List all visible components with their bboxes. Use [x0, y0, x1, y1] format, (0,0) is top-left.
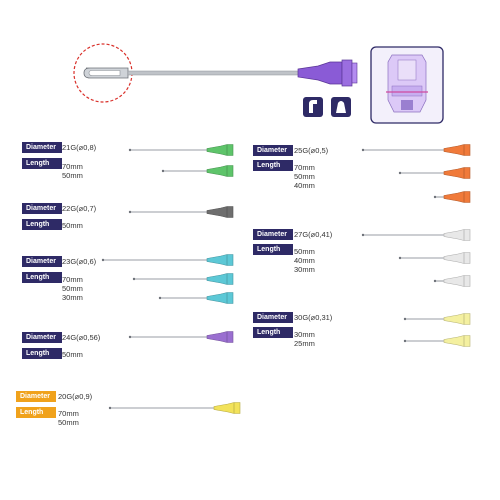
- length-tag-30g: Length: [253, 327, 293, 338]
- needle-g25: [433, 191, 471, 203]
- length-23g-2: 50mm: [62, 284, 83, 293]
- gauge-20g: 20G(⌀0,9): [58, 392, 93, 401]
- length-24g-1: 50mm: [62, 350, 83, 359]
- needle-hub: [443, 335, 471, 347]
- needle-tip: [361, 148, 365, 152]
- length-27g-2: 40mm: [294, 256, 315, 265]
- length-tag-21g: Length: [22, 158, 62, 169]
- length-20g-1: 70mm: [58, 409, 79, 418]
- needle-hub: [443, 167, 471, 179]
- diameter-tag-25g: Diameter: [253, 145, 293, 156]
- needle-g23: [101, 254, 234, 266]
- needle-g20: [108, 402, 241, 414]
- needle-tip: [398, 171, 402, 175]
- needle-g24: [128, 331, 234, 343]
- diameter-tag-23g: Diameter: [22, 256, 62, 267]
- needle-hub: [206, 292, 234, 304]
- length-20g-2: 50mm: [58, 418, 79, 427]
- needle-hub: [206, 254, 234, 266]
- needle-tip: [433, 195, 437, 199]
- needle-tip: [128, 210, 132, 214]
- needle-tip: [101, 258, 105, 262]
- needle-tip: [361, 233, 365, 237]
- needle-g21: [161, 165, 234, 177]
- length-tag-20g: Length: [16, 407, 56, 418]
- length-27g-1: 50mm: [294, 247, 315, 256]
- length-21g-2: 50mm: [62, 171, 83, 180]
- diameter-tag-30g: Diameter: [253, 312, 293, 323]
- needle-tip: [433, 279, 437, 283]
- length-tag-24g: Length: [22, 348, 62, 359]
- needle-hub: [443, 144, 471, 156]
- gauge-21g: 21G(⌀0,8): [62, 143, 97, 152]
- length-tag-22g: Length: [22, 219, 62, 230]
- length-23g-1: 70mm: [62, 275, 83, 284]
- needle-hub: [206, 206, 234, 218]
- needle-tip: [161, 169, 165, 173]
- diameter-tag-20g: Diameter: [16, 391, 56, 402]
- length-22g-1: 50mm: [62, 221, 83, 230]
- needle-hub: [443, 275, 471, 287]
- needle-g25: [398, 167, 471, 179]
- needle-g30: [403, 335, 471, 347]
- length-tag-27g: Length: [253, 244, 293, 255]
- length-25g-2: 50mm: [294, 172, 315, 181]
- diameter-tag-22g: Diameter: [22, 203, 62, 214]
- diameter-tag-21g: Diameter: [22, 142, 62, 153]
- gauge-25g: 25G(⌀0,5): [294, 146, 329, 155]
- needle-hub: [443, 191, 471, 203]
- needle-g22: [128, 206, 234, 218]
- length-25g-1: 70mm: [294, 163, 315, 172]
- needle-hub: [443, 313, 471, 325]
- gauge-22g: 22G(⌀0,7): [62, 204, 97, 213]
- needle-g23: [158, 292, 234, 304]
- needle-g27: [361, 229, 471, 241]
- needle-tip: [132, 277, 136, 281]
- needle-hub: [206, 144, 234, 156]
- needle-hub: [206, 331, 234, 343]
- needle-hub: [206, 165, 234, 177]
- length-30g-1: 30mm: [294, 330, 315, 339]
- needle-hub: [213, 402, 241, 414]
- hero-needle-illustration: [73, 43, 444, 124]
- length-tag-23g: Length: [22, 272, 62, 283]
- length-23g-3: 30mm: [62, 293, 83, 302]
- needle-tip: [128, 335, 132, 339]
- needle-g25: [361, 144, 471, 156]
- needle-tip: [128, 148, 132, 152]
- diameter-tag-27g: Diameter: [253, 229, 293, 240]
- length-21g-1: 70mm: [62, 162, 83, 171]
- needle-hub: [443, 252, 471, 264]
- needle-g21: [128, 144, 234, 156]
- gauge-30g: 30G(⌀0,31): [294, 313, 333, 322]
- needle-tip: [403, 339, 407, 343]
- length-25g-3: 40mm: [294, 181, 315, 190]
- length-tag-25g: Length: [253, 160, 293, 171]
- length-30g-2: 25mm: [294, 339, 315, 348]
- needle-hub: [206, 273, 234, 285]
- gauge-27g: 27G(⌀0,41): [294, 230, 333, 239]
- gauge-24g: 24G(⌀0,56): [62, 333, 101, 342]
- needle-g23: [132, 273, 234, 285]
- needle-g27: [398, 252, 471, 264]
- needle-g27: [433, 275, 471, 287]
- gauge-23g: 23G(⌀0,6): [62, 257, 97, 266]
- needle-tip: [158, 296, 162, 300]
- needle-tip: [398, 256, 402, 260]
- needle-hub: [443, 229, 471, 241]
- needle-tip: [403, 317, 407, 321]
- length-27g-3: 30mm: [294, 265, 315, 274]
- needle-tip: [108, 406, 112, 410]
- diameter-tag-24g: Diameter: [22, 332, 62, 343]
- needle-g30: [403, 313, 471, 325]
